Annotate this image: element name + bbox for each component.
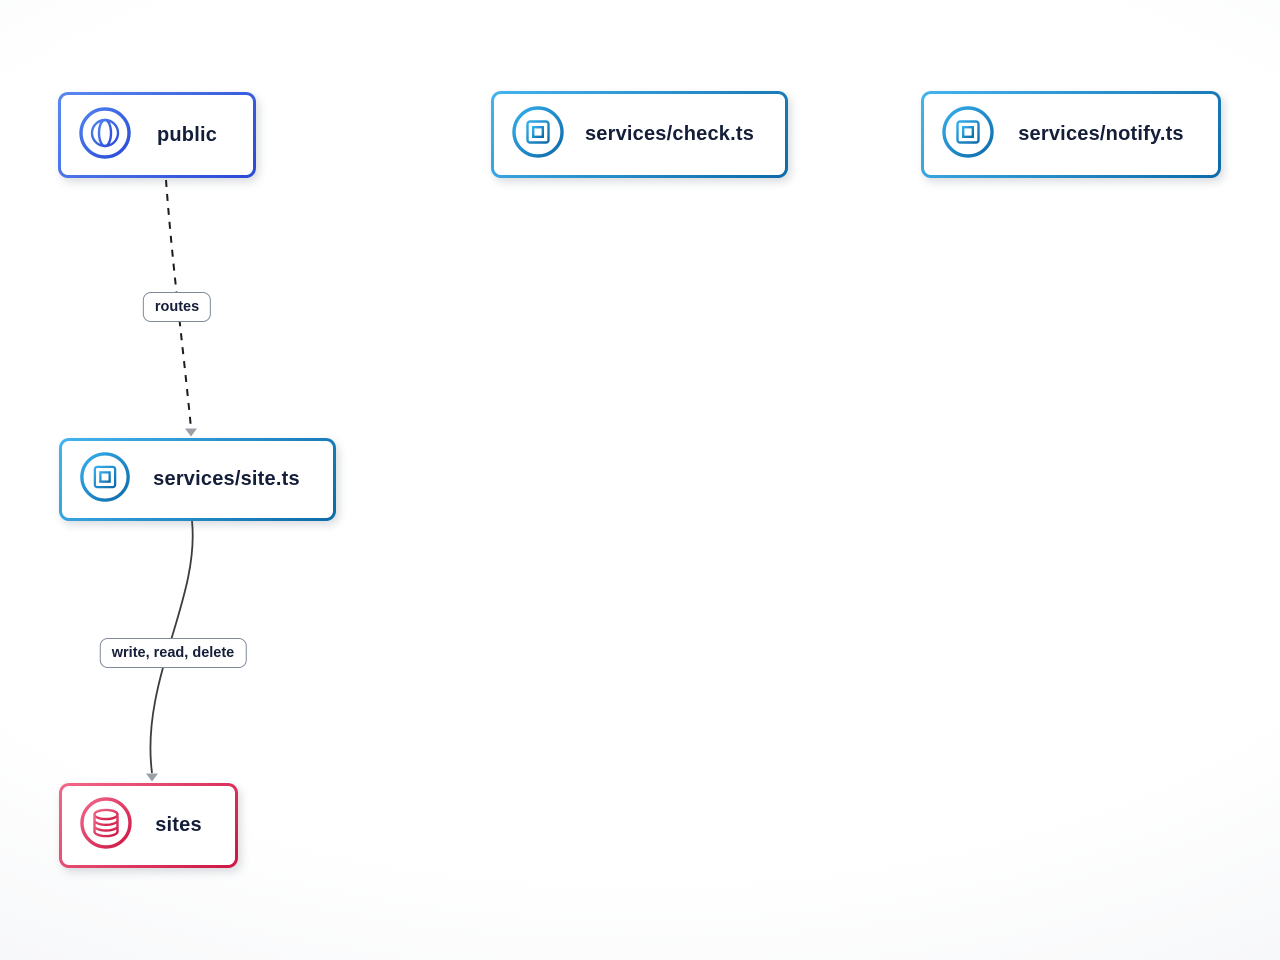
node-label: public [156,123,218,146]
node-label: services/notify.ts [1018,123,1184,145]
node-label: services/site.ts [153,468,300,490]
node-sites[interactable]: sites [59,783,238,868]
edge-label-routes: routes [142,292,212,322]
arrowhead-icon [146,773,158,782]
node-label: services/check.ts [584,123,755,145]
edge-label-write-read-delete: write, read, delete [99,638,247,668]
arrowhead-icon [185,428,197,437]
chip-icon [78,450,132,509]
node-public[interactable]: public [58,92,256,178]
database-icon [78,795,134,856]
node-services-check[interactable]: services/check.ts [491,91,788,178]
globe-icon [77,105,133,166]
node-services-site[interactable]: services/site.ts [59,438,336,521]
node-services-notify[interactable]: services/notify.ts [921,91,1221,178]
chip-icon [510,104,566,165]
node-label: sites [155,814,202,836]
chip-icon [940,104,996,165]
